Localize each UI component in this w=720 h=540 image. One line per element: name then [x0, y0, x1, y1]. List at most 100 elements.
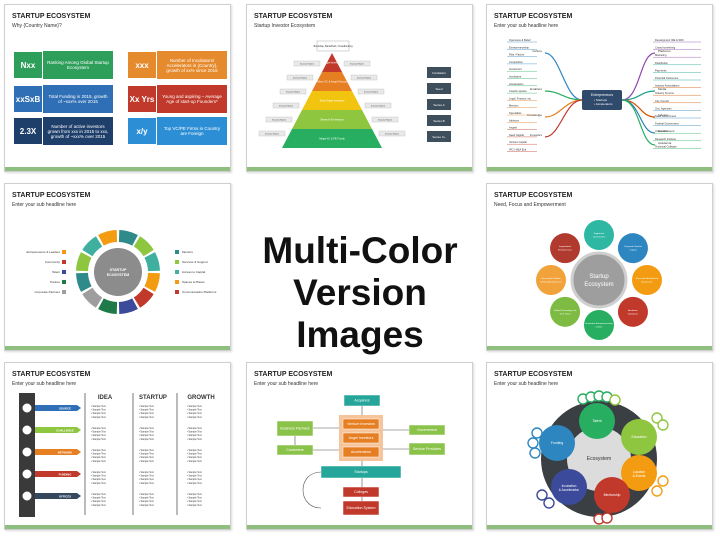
mindmap-leaf-label: Marketing [655, 53, 667, 57]
ring-left-label: Partner [50, 280, 60, 284]
investor-name-box [343, 60, 371, 67]
center-caption-line1: Multi-Color [262, 230, 458, 271]
center-caption: Multi-Color Version Images [240, 230, 480, 356]
pyramid-top-label: Bootstrap, Bank/Debt, Crowdfunding [314, 45, 353, 48]
acquirers-box-label: Acquirers [354, 399, 369, 403]
slide-thumbnail-mindmap[interactable]: STARTUP ECOSYSTEM Enter your sub headlin… [486, 4, 713, 172]
sample-text: • Sample Text [91, 482, 106, 485]
sample-text: • Sample Text [187, 456, 202, 459]
slide-thumbnail-ring[interactable]: STARTUP ECOSYSTEM Enter your sub headlin… [4, 183, 231, 351]
venture-investors-box-label: Venture Investors [347, 422, 375, 426]
center-circle-label: Ecosystem [584, 282, 613, 288]
ecosystem-bubble-label: Education [631, 435, 646, 439]
mindmap-leaf-label: Advisors [509, 118, 520, 122]
sample-text: • Sample Text [139, 456, 154, 459]
mindmap-leaf-label: Technical Colleges [655, 144, 677, 148]
stat-tile-text: Top VC/PE Firms in Country are Foreign [157, 117, 227, 145]
ecosystem-bubble [621, 455, 657, 491]
slide-thumbnail-bubbles[interactable]: STARTUP ECOSYSTEM Enter your sub headlin… [486, 362, 713, 530]
mindmap-leaf-label: Accelerators [509, 82, 524, 86]
slide-title: STARTUP ECOSYSTEM [12, 192, 91, 199]
ring-right-label: Mentors [182, 250, 193, 254]
investor-name-box [357, 88, 385, 95]
ecosystem-circle-label: Inspirational [559, 245, 571, 248]
sample-text: • Sample Text [91, 405, 106, 408]
ecosystem-bubble [594, 477, 630, 513]
sample-text: • Sample Text [187, 500, 202, 503]
ecosystem-circle-label: Successful Established [636, 277, 659, 280]
mindmap-leaf-label: Research Institute [655, 137, 676, 141]
pyramid-level [302, 91, 362, 110]
slide-subtitle: Enter your sub headline here [12, 381, 77, 387]
ecosystem-circle-label: Skilled Technology and [554, 310, 577, 312]
ecosystem-circle [550, 233, 581, 264]
slide-thumbnail-flow[interactable]: STARTUP ECOSYSTEM Enter your sub headlin… [246, 362, 473, 530]
ecosystem-circle [584, 310, 614, 340]
mindmap-leaf-label: Gov. Agencies [655, 106, 672, 110]
sample-text: • Sample Text [187, 497, 202, 500]
stat-tile-text: Total Funding in 2015, growth of ~xxx% o… [43, 85, 113, 113]
sample-text: • Sample Text [139, 497, 154, 500]
column-header: GROWTH [187, 395, 214, 401]
investor-name-label: Investor Name [286, 91, 301, 94]
ecosystem-circle [632, 265, 662, 295]
slide-footer-bar [5, 525, 230, 529]
mindmap-branch [621, 99, 656, 146]
investor-name-label: Investor Name [357, 77, 372, 80]
stage-label: Incubation [432, 71, 446, 75]
mindmap-leaf-label: Openness & Belief [509, 38, 531, 42]
ring-right-marker [175, 250, 179, 254]
ring-right-marker [175, 260, 179, 264]
stat-tile-icon: xxx [127, 51, 157, 79]
ecosystem-bubble [621, 419, 657, 455]
slide-thumbnail-idea-startup-growth[interactable]: STARTUP ECOSYSTEM Enter your sub headlin… [4, 362, 231, 530]
mindmap-leaf-label: Federal Government [655, 122, 679, 126]
mindmap-branch-label: Culture [532, 49, 542, 53]
row-icon [21, 468, 33, 480]
investor-name-box [272, 102, 300, 109]
ring-center [94, 248, 142, 296]
investor-name-box [350, 74, 378, 81]
mindmap-leaf-label: Specialists [509, 111, 522, 115]
investor-name-label: Investor Name [279, 105, 294, 108]
stat-tile-icon: Nxx [13, 51, 43, 79]
sample-text: • Sample Text [187, 409, 202, 412]
mindmap-leaf-label: Angels [509, 126, 518, 130]
sample-text: • Sample Text [139, 438, 154, 441]
slide-thumbnail-need-focus[interactable]: STARTUP ECOSYSTEM Need, Focus and Empowe… [486, 183, 713, 351]
sample-text: • Sample Text [139, 427, 154, 430]
mindmap-leaf-label: Seed Capital [509, 133, 524, 137]
sample-text: • Sample Text [139, 431, 154, 434]
mindmap-leaf-label: Entrepreneurship [509, 45, 529, 49]
pyramid-level-label: Mega VC & PE Funds [319, 137, 345, 141]
service-providers-box-label: Service Providers [413, 447, 441, 451]
investor-name-box [371, 116, 399, 123]
sample-text: • Sample Text [91, 500, 106, 503]
sample-text: • Sample Text [187, 434, 202, 437]
decor-bubble [527, 437, 539, 449]
sample-text: • Sample Text [139, 471, 154, 474]
colleges-box-label: Colleges [354, 490, 368, 494]
ring-center-label: ECOSYSTEM [107, 273, 130, 277]
sample-text: • Sample Text [139, 500, 154, 503]
sample-text: • Sample Text [139, 434, 154, 437]
slide-footer-bar [247, 525, 472, 529]
mindmap-leaf-label: Industry Forums [655, 91, 674, 95]
ecosystem-circle [536, 265, 566, 295]
row-arrow [35, 471, 81, 477]
pyramid-level [282, 129, 382, 148]
slide-footer-bar [487, 346, 712, 350]
mindmap-leaf-label: Distribution [655, 61, 669, 65]
mindmap-center-item: • Accelerators [594, 102, 613, 106]
slide-thumbnail-why-country[interactable]: STARTUP ECOSYSTEM Why {Country Name}? Nx… [4, 4, 231, 172]
ring-segment [82, 236, 103, 257]
stage-label: Series A [433, 103, 444, 107]
investor-name-label: Investor Name [272, 119, 287, 122]
ring-right-marker [175, 290, 179, 294]
row-arrow [35, 427, 81, 433]
mindmap-leaf-label: Mentors [509, 104, 519, 108]
slide-title: STARTUP ECOSYSTEM [12, 371, 91, 378]
slide-thumbnail-investor-pyramid[interactable]: STARTUP ECOSYSTEM Startup Investor Ecosy… [246, 4, 473, 172]
